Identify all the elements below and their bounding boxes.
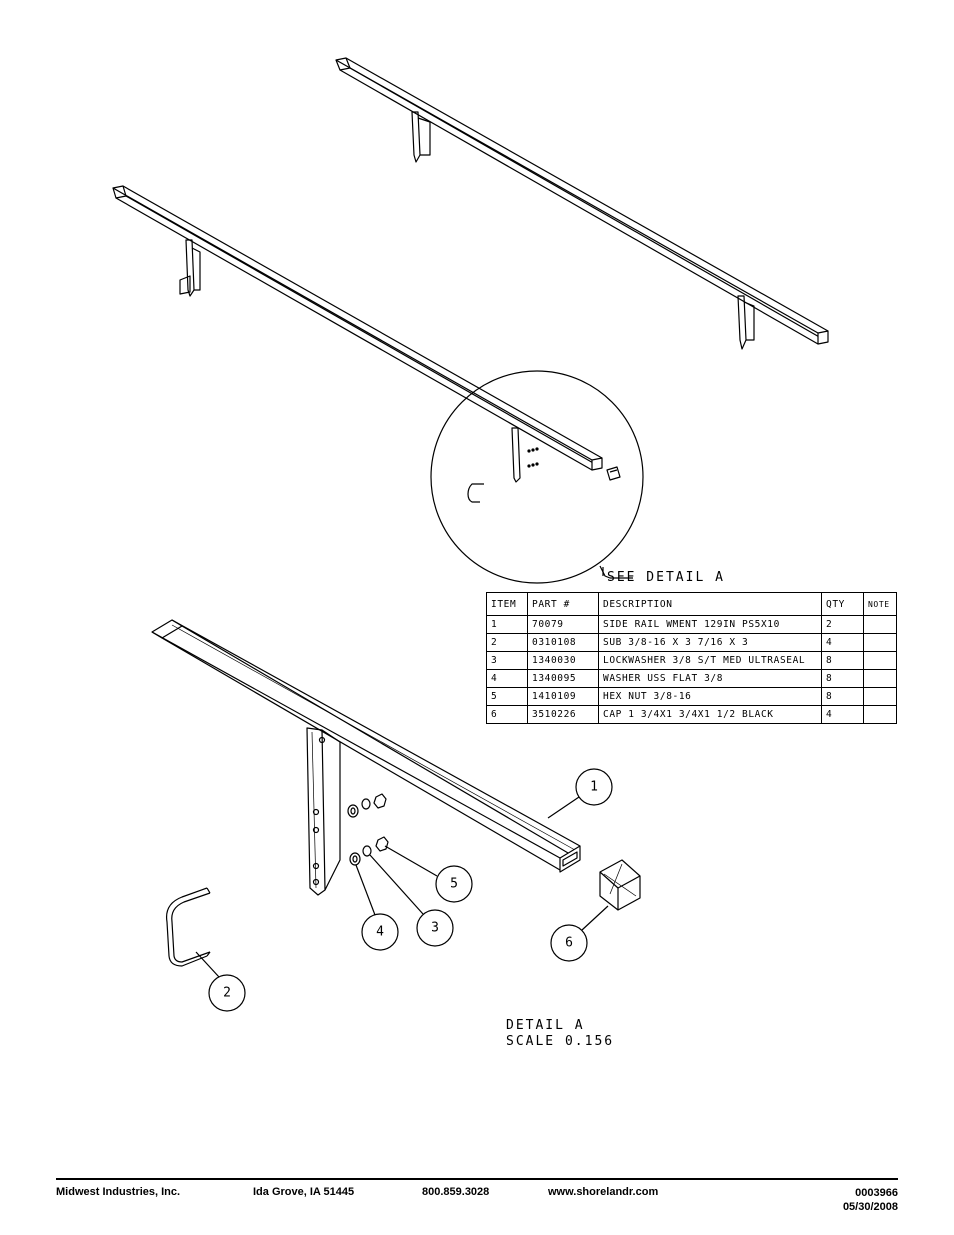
cell-part: 1340030 [527, 651, 599, 670]
balloon-5-label: 5 [450, 877, 458, 892]
cell-part: 1340095 [527, 669, 599, 688]
detail-side-rail [151, 619, 581, 896]
cell-item: 3 [486, 651, 528, 670]
balloon-6 [550, 905, 609, 962]
footer-date: 05/30/2008 [842, 1201, 898, 1213]
header-qty: QTY [821, 592, 864, 616]
footer-divider [56, 1178, 898, 1180]
cell-part: 1410109 [527, 687, 599, 706]
u-bolt [165, 887, 211, 967]
table-row: 4 1340095 WASHER USS FLAT 3/8 8 [486, 669, 897, 688]
cell-note [863, 705, 897, 724]
table-row: 2 0310108 SUB 3/8-16 X 3 7/16 X 3 4 [486, 633, 897, 652]
cell-part: 3510226 [527, 705, 599, 724]
balloon-5 [384, 845, 473, 903]
balloon-4 [355, 864, 399, 951]
balloon-2-label: 2 [223, 986, 231, 1001]
table-row: 6 3510226 CAP 1 3/4X1 3/4X1 1/2 BLACK 4 [486, 705, 897, 724]
detail-caption: DETAIL A SCALE 0.156 [506, 1018, 614, 1050]
detail-a-circle [430, 370, 644, 584]
cell-part: 0310108 [527, 633, 599, 652]
balloon-3 [369, 854, 454, 947]
cell-item: 4 [486, 669, 528, 688]
parts-table-header: ITEM PART # DESCRIPTION QTY NOTE [486, 592, 897, 616]
header-description: DESCRIPTION [598, 592, 822, 616]
cell-qty: 4 [821, 705, 864, 724]
footer-company: Midwest Industries, Inc. [56, 1186, 181, 1198]
header-item: ITEM [486, 592, 528, 616]
side-rail-upper [335, 57, 829, 350]
detail-title: DETAIL A [506, 1018, 585, 1033]
cell-part: 70079 [527, 615, 599, 634]
cell-qty: 8 [821, 669, 864, 688]
cell-description: LOCKWASHER 3/8 S/T MED ULTRASEAL [598, 651, 822, 670]
cell-note [863, 651, 897, 670]
side-rail-lower [112, 185, 603, 471]
footer-phone: 800.859.3028 [422, 1186, 490, 1198]
cell-item: 6 [486, 705, 528, 724]
cell-description: SIDE RAIL WMENT 129IN PS5X10 [598, 615, 822, 634]
footer-doc-number: 0003966 [855, 1187, 898, 1199]
cell-note [863, 615, 897, 634]
cell-qty: 2 [821, 615, 864, 634]
balloon-6-label: 6 [565, 936, 573, 951]
cell-description: CAP 1 3/4X1 3/4X1 1/2 BLACK [598, 705, 822, 724]
table-row: 3 1340030 LOCKWASHER 3/8 S/T MED ULTRASE… [486, 651, 897, 670]
cell-note [863, 633, 897, 652]
cell-note [863, 687, 897, 706]
cell-item: 1 [486, 615, 528, 634]
header-note: NOTE [863, 592, 897, 616]
balloon-3-label: 3 [431, 921, 439, 936]
cell-item: 5 [486, 687, 528, 706]
balloon-2 [195, 951, 246, 1012]
see-detail-callout: SEE DETAIL A [607, 570, 725, 585]
table-row: 5 1410109 HEX NUT 3/8-16 8 [486, 687, 897, 706]
header-part: PART # [527, 592, 599, 616]
cell-qty: 8 [821, 651, 864, 670]
end-cap [599, 859, 641, 911]
footer-website-link[interactable]: www.shorelandr.com [548, 1186, 659, 1198]
cell-qty: 8 [821, 687, 864, 706]
detail-scale: SCALE 0.156 [506, 1034, 615, 1049]
cell-description: HEX NUT 3/8-16 [598, 687, 822, 706]
balloon-4-label: 4 [376, 925, 384, 940]
cell-description: WASHER USS FLAT 3/8 [598, 669, 822, 688]
cell-note [863, 669, 897, 688]
balloon-1-label: 1 [590, 780, 598, 795]
footer-doc-info: 0003966 05/30/2008 [843, 1186, 898, 1214]
cell-qty: 4 [821, 633, 864, 652]
balloon-1 [547, 768, 613, 819]
cell-description: SUB 3/8-16 X 3 7/16 X 3 [598, 633, 822, 652]
parts-table: ITEM PART # DESCRIPTION QTY NOTE 1 70079… [486, 592, 897, 724]
cell-item: 2 [486, 633, 528, 652]
table-row: 1 70079 SIDE RAIL WMENT 129IN PS5X10 2 [486, 615, 897, 634]
footer-city: Ida Grove, IA 51445 [253, 1186, 355, 1198]
